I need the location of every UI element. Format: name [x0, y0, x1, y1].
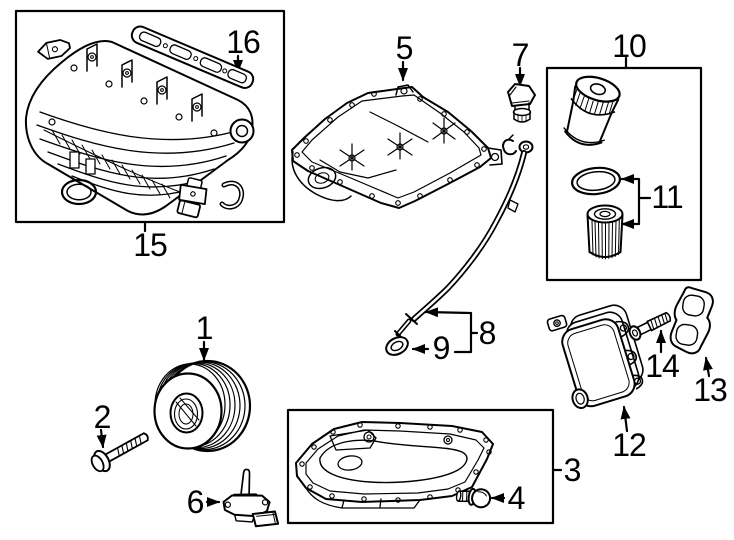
oil-filter-cap	[563, 75, 621, 146]
callout-11[interactable]: 11	[651, 179, 683, 215]
oil-cooler-bolt	[628, 311, 672, 341]
callout-9[interactable]: 9	[432, 330, 451, 366]
callout-8[interactable]: 8	[478, 315, 497, 351]
manifold-sensor	[176, 177, 208, 219]
callout-12[interactable]: 12	[612, 427, 647, 463]
callout-10[interactable]: 10	[612, 28, 647, 64]
oil-cooler-gasket	[669, 286, 714, 355]
callout-2[interactable]: 2	[93, 399, 112, 435]
dipstick-funnel	[507, 83, 536, 123]
manifold-o-ring	[60, 178, 98, 206]
manifold-gasket	[130, 25, 255, 89]
callout-6[interactable]: 6	[186, 484, 205, 520]
intake-manifold	[24, 40, 255, 216]
intake-manifold-box	[14, 9, 286, 233]
pulley-bolt	[90, 432, 149, 473]
callout-5[interactable]: 5	[395, 30, 414, 66]
manifold-bracket	[37, 39, 71, 60]
callout-4[interactable]: 4	[507, 480, 526, 516]
callout-7[interactable]: 7	[511, 37, 530, 73]
callout-15[interactable]: 15	[133, 227, 168, 263]
j-hook-clip	[219, 180, 245, 210]
oil-filter-element	[586, 204, 624, 260]
dipstick-tube	[394, 134, 534, 338]
lower-oil-pan-box	[286, 408, 563, 525]
crankshaft-pulley	[153, 359, 252, 453]
callout-16[interactable]: 16	[226, 24, 261, 60]
oil-level-sensor	[222, 468, 280, 528]
oil-cooler	[546, 304, 644, 410]
lower-oil-pan	[295, 421, 494, 509]
oil-filter-box	[545, 56, 703, 282]
callout-14[interactable]: 14	[645, 348, 680, 384]
callout-3[interactable]: 3	[563, 452, 582, 488]
drain-plug	[455, 487, 492, 509]
oil-filter-o-ring	[570, 166, 622, 196]
dipstick-tube-seal	[385, 336, 409, 356]
callout-13[interactable]: 13	[693, 372, 728, 408]
callout-1[interactable]: 1	[195, 310, 214, 346]
upper-oil-pan	[291, 84, 503, 209]
